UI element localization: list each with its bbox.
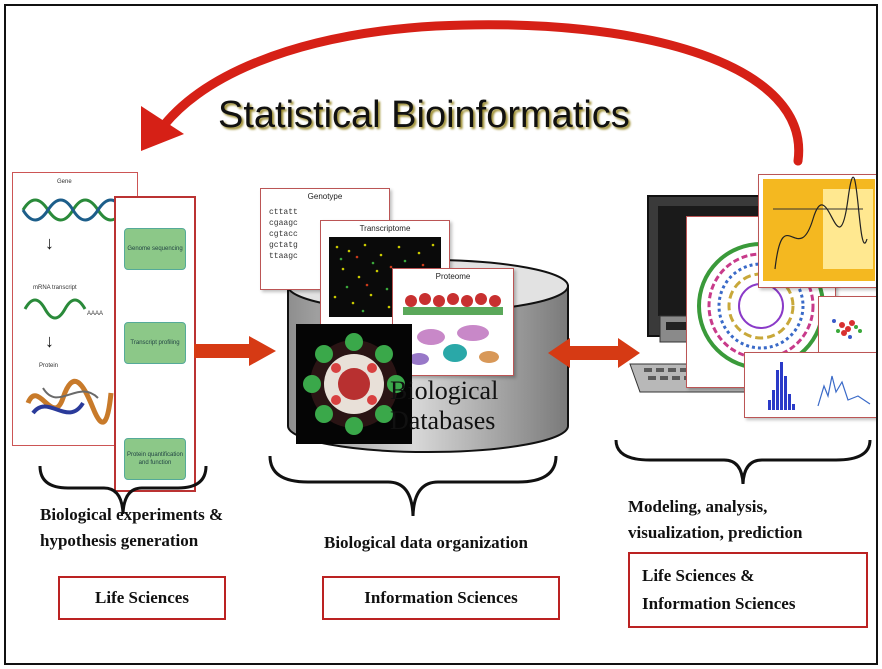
brace-middle: [268, 455, 558, 517]
life-sciences-box: Life Sciences: [58, 576, 226, 620]
database-label: Biological Databases: [390, 376, 499, 435]
brace-left: [38, 465, 208, 515]
down-arrow-icon: ↓: [45, 233, 54, 253]
life-sciences-label: Life Sciences: [95, 588, 189, 607]
experiment-stages: Genome sequencing Transcript profiling P…: [114, 196, 196, 492]
protein-label: Protein: [39, 363, 59, 369]
dna-wave-icon: [21, 198, 125, 222]
genotype-title: Genotype: [307, 192, 343, 201]
virus-structure-image: [296, 324, 412, 444]
stage-transcript-profiling: Transcript profiling: [124, 322, 186, 364]
mrna-wave-icon: AAAA: [23, 298, 103, 320]
combined-line-2: Information Sciences: [642, 594, 796, 613]
combined-sciences-box: Life Sciences & Information Sciences: [628, 552, 868, 628]
left-caption: Biological experiments & hypothesis gene…: [40, 505, 224, 550]
stage-genome-sequencing: Genome sequencing: [124, 228, 186, 270]
combined-line-1: Life Sciences &: [642, 566, 755, 585]
diagram-title: Statistical Bioinformatics: [218, 94, 630, 136]
stage-protein-quantification: Protein quantification and function: [124, 438, 186, 480]
right-arrow-icon: [194, 336, 276, 366]
information-sciences-label: Information Sciences: [364, 588, 518, 607]
proteome-image: [403, 293, 503, 365]
svg-text:AAAA: AAAA: [87, 311, 103, 317]
density-plot-image: [763, 176, 875, 281]
histogram-image: [748, 356, 876, 414]
middle-caption: Biological data organization: [324, 533, 528, 552]
down-arrow-icon-2: ↓: [45, 331, 54, 351]
right-caption: Modeling, analysis, visualization, predi…: [628, 497, 803, 542]
information-sciences-box: Information Sciences: [322, 576, 560, 620]
double-arrow-icon: [548, 338, 640, 368]
proteome-title: Proteome: [435, 272, 471, 281]
density-plot-card: [758, 174, 876, 288]
feedback-arrow: [141, 20, 804, 166]
gene-label: Gene: [57, 179, 72, 185]
proteome-card: Proteome: [392, 268, 514, 376]
brace-right: [614, 439, 872, 485]
protein-ribbon-icon: [25, 379, 114, 425]
transcriptome-title: Transcriptome: [359, 224, 411, 233]
scatter-plot-image: [822, 301, 876, 361]
diagram-frame: Statistical Bioinformatics Gene ↓ mRNA t…: [4, 4, 878, 665]
histogram-card: [744, 352, 876, 418]
mrna-label: mRNA transcript: [33, 285, 77, 291]
